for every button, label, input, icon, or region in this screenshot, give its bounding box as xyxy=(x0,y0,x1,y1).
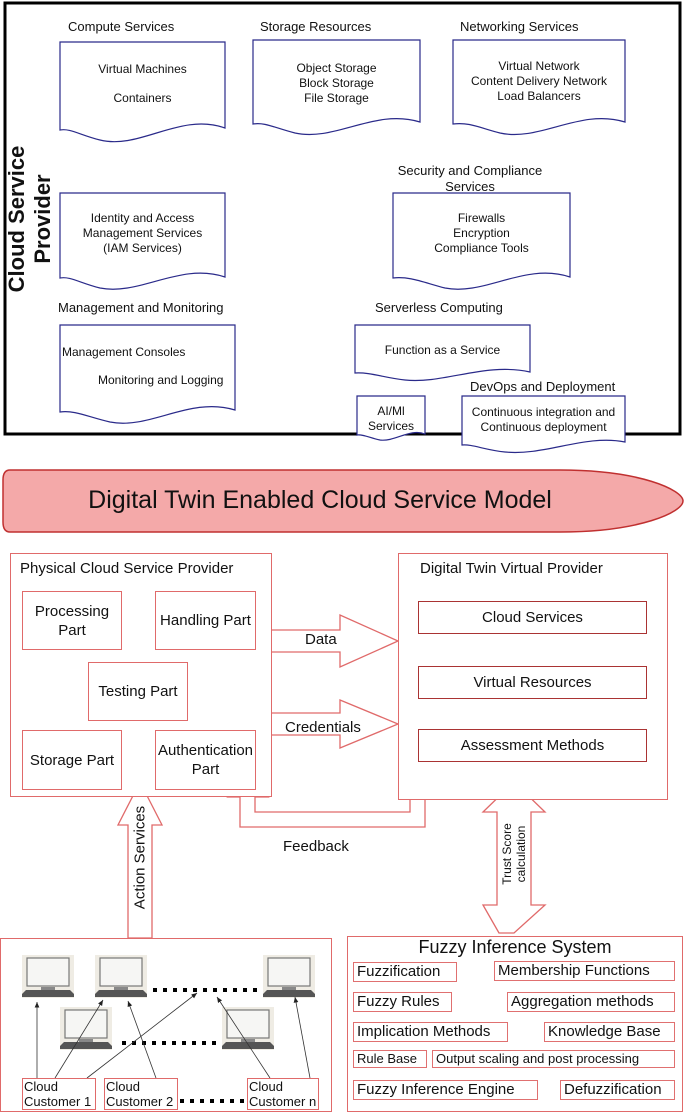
output-scaling: Output scaling and post processing xyxy=(432,1050,675,1068)
doc-serverless xyxy=(354,324,531,382)
fuzzy-title: Fuzzy Inference System xyxy=(418,937,612,957)
ai-item: Services xyxy=(367,419,414,433)
knowledge-base: Knowledge Base xyxy=(544,1022,675,1042)
iam-item: Identity and Access xyxy=(90,211,195,225)
connection-arrow xyxy=(86,992,198,1079)
banner-shape xyxy=(2,469,684,533)
security-title: Security and Compliance xyxy=(397,163,543,178)
doc-storage xyxy=(252,39,421,136)
provider-title: Cloud Service Provider xyxy=(4,145,55,293)
testing-part: Testing Part xyxy=(98,683,178,700)
management-item: Management Consoles xyxy=(62,345,186,359)
iam-item: (IAM Services) xyxy=(103,241,182,255)
implication-methods: Implication Methods xyxy=(353,1022,508,1042)
doc-security xyxy=(392,192,571,290)
management-title: Management and Monitoring xyxy=(58,300,224,315)
connection-arrow xyxy=(216,996,271,1079)
trust-score-label: Trust Score xyxy=(500,823,514,885)
defuzzification: Defuzzification xyxy=(560,1080,675,1100)
doc-management xyxy=(59,324,236,424)
credentials-label: Credentials xyxy=(285,719,361,736)
rule-base: Rule Base xyxy=(353,1050,427,1068)
assessment-methods: Assessment Methods xyxy=(460,737,605,754)
doc-iam xyxy=(59,192,226,290)
digital-twin-title: Digital Twin Virtual Provider xyxy=(420,560,603,577)
security-item: Firewalls xyxy=(457,211,506,225)
compute-item: Virtual Machines xyxy=(98,62,187,76)
connection-arrow xyxy=(54,999,104,1079)
networking-title: Networking Services xyxy=(460,19,579,34)
customers-box xyxy=(0,938,332,1112)
serverless-title: Serverless Computing xyxy=(375,300,503,315)
customer-n: Cloud Customer n xyxy=(247,1078,319,1110)
fuzzy-inference-engine: Fuzzy Inference Engine xyxy=(353,1080,538,1100)
provider-frame xyxy=(3,1,682,436)
feedback-label: Feedback xyxy=(283,838,349,855)
devops-item: Continuous integration and xyxy=(471,405,616,419)
virtual-resources: Virtual Resources xyxy=(473,674,592,691)
connection-arrow xyxy=(127,1000,157,1079)
storage-part: Storage Part xyxy=(29,751,115,769)
connection-arrow xyxy=(293,996,311,1079)
cloud-services: Cloud Services xyxy=(482,609,583,626)
networking-item: Virtual Network xyxy=(498,59,580,73)
serverless-item: Function as a Service xyxy=(384,343,501,357)
physical-provider-title: Physical Cloud Service Provider xyxy=(20,560,234,577)
devops-item: Continuous deployment xyxy=(480,420,607,434)
handling-part: Handling Part xyxy=(160,612,251,629)
data-label: Data xyxy=(305,631,337,648)
compute-title: Compute Services xyxy=(68,19,175,34)
devops-title: DevOps and Deployment xyxy=(470,379,616,394)
iam-item: Management Services xyxy=(82,226,203,240)
customer-2: Cloud Customer 2 xyxy=(104,1078,178,1110)
storage-title: Storage Resources xyxy=(260,19,372,34)
ai-item: AI/Ml xyxy=(377,404,405,418)
action-services-arrow xyxy=(116,780,164,939)
action-services-label: Action Services xyxy=(131,805,149,910)
storage-item: File Storage xyxy=(304,91,369,105)
customer-1: Cloud Customer 1 xyxy=(22,1078,96,1110)
networking-item: Content Delivery Network xyxy=(470,74,608,88)
storage-item: Object Storage xyxy=(296,61,377,75)
fuzzification: Fuzzification xyxy=(353,962,457,982)
membership-functions: Membership Functions xyxy=(494,961,675,981)
processing-part: Processing Part xyxy=(34,602,110,639)
doc-ai xyxy=(356,395,426,441)
aggregation-methods: Aggregation methods xyxy=(507,992,675,1012)
fuzzy-rules: Fuzzy Rules xyxy=(353,992,452,1012)
management-item: Monitoring and Logging xyxy=(98,373,224,387)
security-item: Compliance Tools xyxy=(434,241,529,255)
banner-title: Digital Twin Enabled Cloud Service Model xyxy=(88,486,552,514)
authentication-part: Authentication Part xyxy=(157,742,254,778)
doc-compute xyxy=(59,41,226,143)
trust-score-label-line2: calculation xyxy=(514,825,528,883)
doc-devops xyxy=(461,395,626,454)
security-item: Encryption xyxy=(453,226,510,240)
fuzzy-box xyxy=(347,936,683,1112)
networking-item: Load Balancers xyxy=(497,89,581,103)
security-title-line2: Services xyxy=(445,179,495,194)
doc-networking xyxy=(452,39,626,136)
storage-item: Block Storage xyxy=(299,76,374,90)
compute-item: Containers xyxy=(113,91,172,105)
